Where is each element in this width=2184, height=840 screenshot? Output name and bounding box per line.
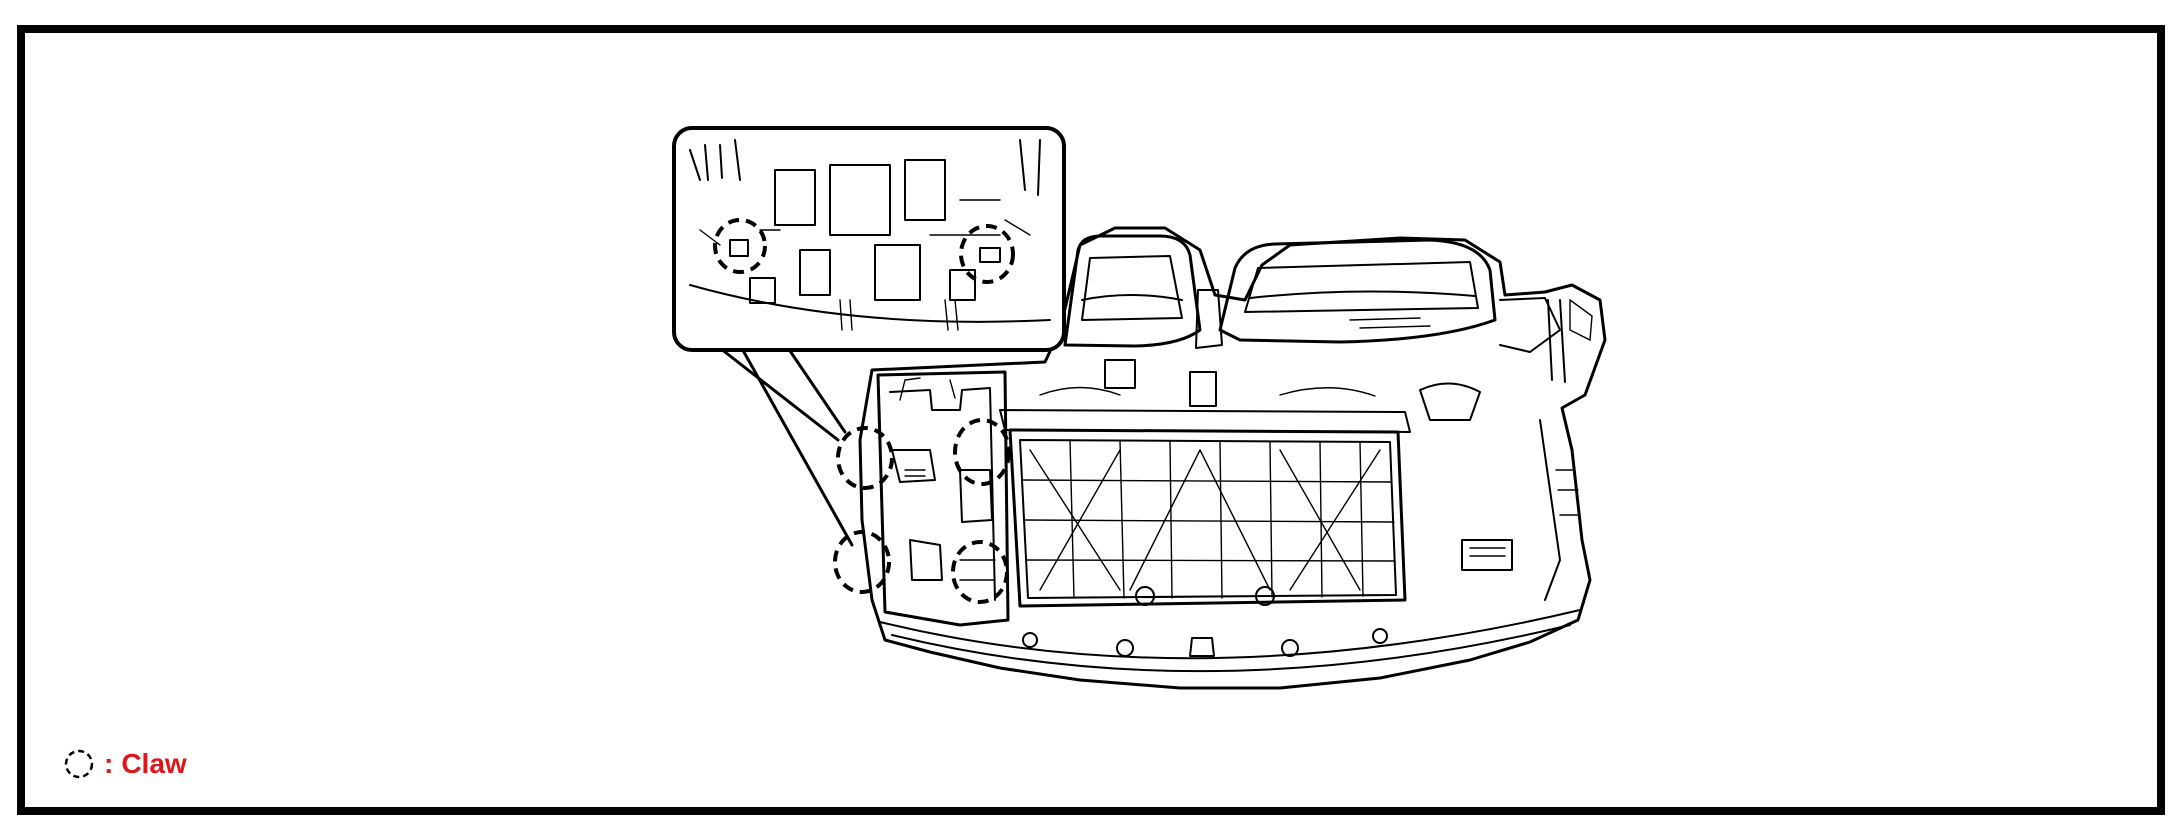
- claw-markers-main: [833, 418, 1011, 604]
- claw-marker: [833, 530, 891, 594]
- dashed-circle-icon: [64, 749, 94, 779]
- callout-leaders: [714, 343, 854, 547]
- claw-marker: [951, 540, 1009, 604]
- legend-separator: :: [104, 748, 114, 779]
- claw-marker: [953, 418, 1011, 486]
- legend: : Claw: [62, 744, 187, 784]
- lattice-grid: [1021, 439, 1396, 599]
- claw-marker: [713, 218, 767, 274]
- console-assembly: [858, 226, 1607, 690]
- legend-label: Claw: [121, 748, 187, 779]
- detail-inset: [672, 126, 1066, 352]
- claw-marker: [959, 224, 1015, 284]
- figure-frame: [17, 25, 2165, 815]
- claw-marker: [836, 426, 894, 490]
